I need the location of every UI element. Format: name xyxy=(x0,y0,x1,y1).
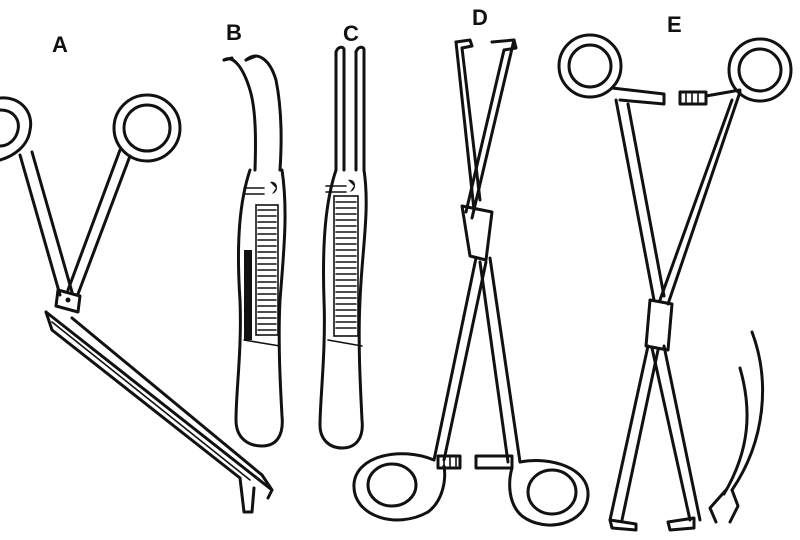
label-d: D xyxy=(472,5,488,30)
instrument-a-angled-forceps xyxy=(0,93,274,514)
instrument-a-left-ring xyxy=(0,96,33,162)
label-e: E xyxy=(667,12,682,37)
instrument-d-box-lock xyxy=(460,204,494,262)
instrument-e-detached-tip xyxy=(730,330,765,492)
instrument-d-jaw xyxy=(454,38,474,50)
instrument-d-left-ring xyxy=(352,452,447,522)
instrument-b-body xyxy=(234,168,287,448)
instrument-a-tip xyxy=(238,476,256,514)
instrument-e-ratchet xyxy=(678,90,708,106)
instrument-d-crossed-clamp xyxy=(352,38,590,527)
label-b: B xyxy=(226,20,242,45)
instrument-e-jaw-tip xyxy=(608,518,638,532)
instrument-c-body xyxy=(318,168,368,450)
instrument-a-pivot xyxy=(54,288,82,314)
instrument-b-curved-forceps xyxy=(222,54,287,448)
instrument-c-straight-forceps xyxy=(318,45,368,450)
instrument-a-right-ring xyxy=(112,93,182,163)
instrument-e-long-clamp xyxy=(557,33,793,532)
instrument-e-box-lock xyxy=(644,298,674,352)
instrument-e-left-ring xyxy=(557,33,623,99)
instrument-d-right-ring xyxy=(508,459,590,527)
instrument-e-right-ring xyxy=(727,37,793,103)
label-c: C xyxy=(343,21,359,46)
instrument-d-ratchet xyxy=(436,454,462,470)
label-a: A xyxy=(52,32,68,57)
